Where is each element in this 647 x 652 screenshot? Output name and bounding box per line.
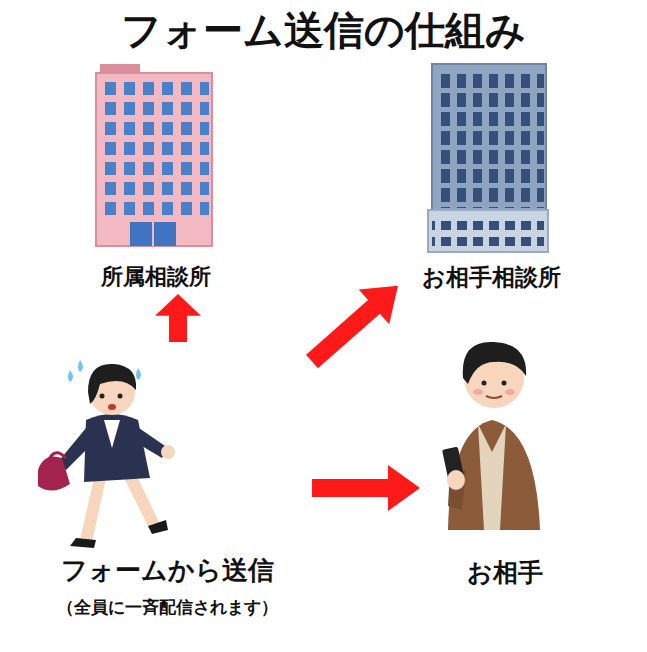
flow-arrow: [306, 286, 398, 368]
partner-man-part: [486, 396, 502, 398]
partner-man-part: [448, 470, 466, 510]
own-agency-building-part: [152, 222, 154, 246]
running-woman: [38, 360, 175, 548]
partner-man-part: [482, 381, 487, 386]
own-agency-building: [96, 64, 212, 246]
own-agency-building-part: [96, 73, 212, 246]
running-woman-part: [148, 520, 168, 534]
partner-agency-building-part: [434, 70, 544, 208]
running-woman-part: [48, 453, 66, 462]
running-woman-part: [38, 457, 70, 491]
node-note: （全員に一斉配信されます）: [57, 597, 278, 618]
running-woman-part: [161, 445, 175, 459]
illustrated-node: お相手: [420, 340, 590, 594]
partner-man: [442, 342, 540, 530]
diagram-title: フォーム送信の仕組み: [0, 6, 647, 54]
flow-arrow: [312, 465, 420, 511]
running-woman-part: [68, 370, 73, 382]
partner-agency-building: [428, 64, 548, 252]
illustrated-node: お相手相談所: [398, 60, 584, 296]
partner-agency-building-part: [428, 210, 548, 252]
partner-man-part: [463, 342, 526, 384]
running-woman-part: [84, 414, 150, 482]
running-woman-part: [100, 394, 105, 399]
partner-man-part: [473, 389, 483, 395]
running-woman-part: [88, 364, 136, 404]
running-woman-part: [136, 368, 141, 380]
illustrated-node: フォームから送信 （全員に一斉配信されます）: [22, 342, 312, 624]
flow-arrow: [155, 294, 201, 342]
partner-agency-building-part: [432, 214, 544, 246]
partner-man-part: [447, 470, 465, 490]
running-woman-part: [108, 404, 116, 410]
partner-man-part: [505, 389, 515, 395]
node-label: お相手相談所: [422, 263, 561, 292]
running-woman-part: [104, 420, 120, 448]
partner-man-part: [448, 420, 540, 530]
own-agency-building-part: [130, 222, 176, 246]
node-label: 所属相談所: [101, 263, 211, 291]
running-woman-part: [70, 538, 96, 548]
partner-agency-building-part: [432, 64, 546, 212]
illustrated-node: 所属相談所: [66, 60, 246, 294]
node-label: お相手: [467, 557, 543, 588]
running-woman-part: [78, 360, 83, 372]
partner-man-part: [478, 424, 506, 530]
node-label: フォームから送信: [61, 554, 274, 587]
running-woman-part: [118, 394, 123, 399]
partner-man-part: [502, 381, 507, 386]
own-agency-building-part: [99, 78, 209, 218]
